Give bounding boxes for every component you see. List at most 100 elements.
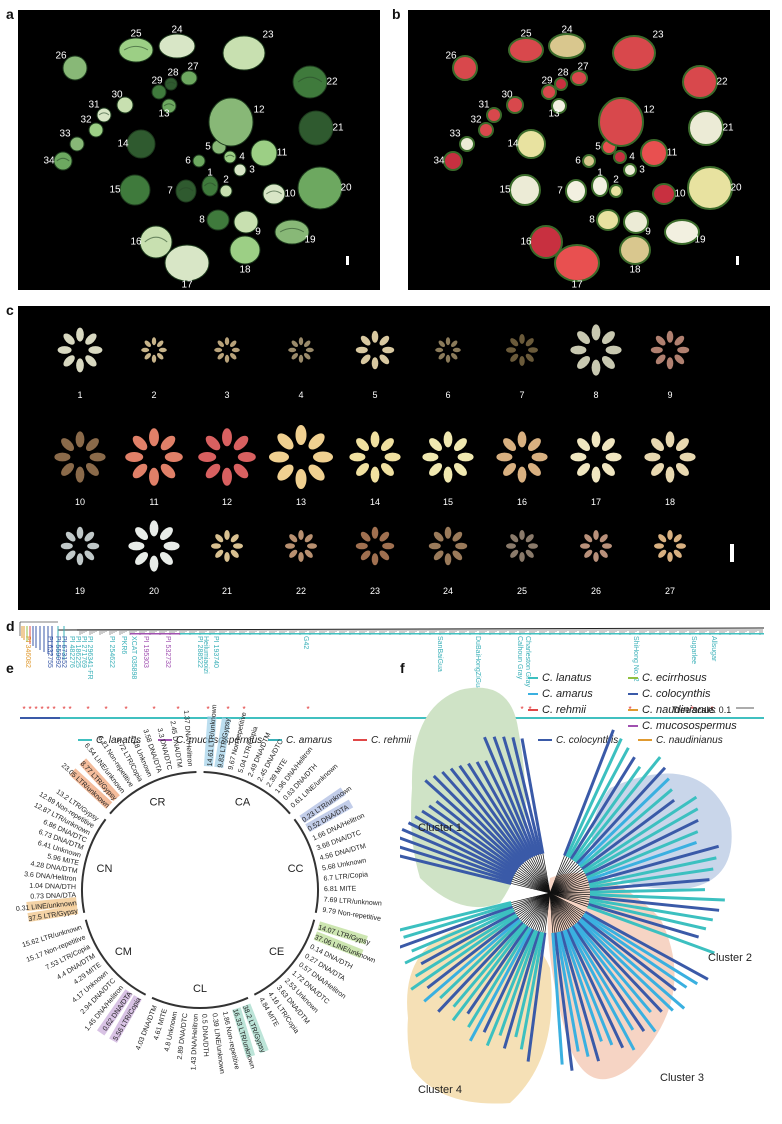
circos-item-label: 14.61 LTR/unknown	[207, 704, 218, 767]
seed-number: 13	[295, 497, 307, 507]
seed-rosette-24	[428, 526, 468, 566]
seed-number: 16	[516, 497, 528, 507]
accession-label: PI 632755	[46, 636, 53, 668]
cluster-label: Cluster 1	[418, 822, 463, 834]
seed-number: 27	[664, 586, 676, 596]
fruit-33	[69, 136, 85, 152]
fruit-19	[664, 219, 700, 245]
seed-number: 18	[664, 497, 676, 507]
legend-item: C. naudinianus	[638, 735, 723, 746]
fruit-25	[508, 37, 544, 63]
seed-number: 23	[369, 586, 381, 596]
fruit-number: 2	[613, 174, 619, 186]
fruit-number: 30	[111, 89, 123, 101]
fruit-34	[53, 151, 73, 171]
seed-number: 5	[372, 390, 378, 400]
fruit-11	[250, 139, 278, 167]
accession-label: SanBaiGua	[436, 636, 443, 672]
seed-rosette-10	[54, 431, 106, 483]
fruit-30	[506, 96, 524, 114]
cluster-label: Cluster 3	[660, 1072, 705, 1084]
fruit-10	[262, 183, 286, 205]
fruit-number: 3	[249, 164, 255, 176]
circos-arc-CM	[84, 919, 147, 996]
fruit-23	[222, 35, 266, 71]
fruit-number: 9	[255, 226, 261, 238]
seed-rosette-3	[214, 337, 240, 363]
seed-number: 24	[442, 586, 454, 596]
seed-rosette-12	[198, 428, 256, 486]
star-marker: *	[690, 705, 693, 714]
circos-arc-CL	[151, 996, 249, 1009]
fruit-number: 24	[171, 24, 183, 36]
fruit-number: 30	[501, 89, 513, 101]
seed-number: 8	[593, 390, 599, 400]
fruit-number: 18	[629, 264, 641, 276]
fruit-7	[565, 179, 587, 203]
star-marker: *	[124, 705, 127, 714]
seed-rosette-17	[570, 431, 622, 483]
circos-arc-CE	[253, 919, 316, 996]
fruit-24	[158, 33, 196, 59]
accession-label: ShiHong No. 2	[632, 636, 639, 682]
fruit-15	[509, 174, 541, 206]
seed-rosette-8	[570, 324, 622, 376]
fruit-18	[229, 235, 261, 265]
accession-label: Heilumiaoizi	[202, 636, 209, 674]
seed-number: 3	[224, 390, 230, 400]
legend-item: C. lanatus	[78, 735, 141, 746]
fruit-number: 11	[666, 147, 678, 159]
accession-label: PKR6	[120, 636, 127, 654]
fruit-21	[688, 110, 724, 146]
fruit-number: 15	[109, 184, 121, 196]
panel-label-f: f	[400, 660, 405, 676]
accession-label: Calhoun Gray	[516, 636, 523, 680]
seed-rosette-18	[644, 431, 696, 483]
fruit-13	[551, 98, 567, 114]
seed-rosette-27	[654, 530, 686, 562]
fruit-26	[452, 55, 478, 81]
fruit-number: 21	[332, 122, 344, 134]
fruit-number: 28	[167, 67, 179, 79]
fruit-number: 13	[548, 108, 560, 120]
star-marker: *	[206, 705, 209, 714]
fruit-20	[297, 166, 343, 210]
fruit-22	[682, 65, 718, 99]
legend-item: C. colocynthis	[538, 735, 618, 746]
seed-number: 10	[74, 497, 86, 507]
scale-bar	[730, 544, 734, 562]
star-marker: *	[68, 705, 71, 714]
fruit-2	[219, 184, 233, 198]
fruit-9	[233, 210, 259, 234]
fruit-27	[570, 70, 588, 86]
seed-number: 26	[590, 586, 602, 596]
fruit-number: 4	[629, 151, 635, 163]
fruit-number: 27	[577, 61, 589, 73]
fruit-number: 27	[187, 61, 199, 73]
seed-rosette-23	[355, 526, 395, 566]
fruit-number: 26	[55, 50, 67, 62]
seed-number: 19	[74, 586, 86, 596]
fruit-number: 25	[520, 28, 532, 40]
fruit-8	[596, 209, 620, 231]
seed-number: 1	[77, 390, 83, 400]
circos-group-label: CR	[150, 797, 166, 809]
circos-group-label: CL	[193, 983, 207, 995]
fruit-number: 23	[652, 29, 664, 41]
star-marker: *	[46, 705, 49, 714]
seed-number: 15	[442, 497, 454, 507]
legend-item: C. naudinianus	[628, 704, 715, 716]
seed-rosette-6	[435, 337, 461, 363]
circos-group-label: CE	[269, 946, 284, 958]
accession-label: PI 195303	[142, 636, 149, 668]
fruit-number: 19	[694, 234, 706, 246]
circos-item-label: 1.04 DNA/DTH	[29, 883, 76, 891]
star-marker: *	[86, 705, 89, 714]
star-marker: *	[242, 705, 245, 714]
fruit-number: 31	[478, 99, 490, 111]
star-marker: *	[306, 705, 309, 714]
fruit-number: 12	[253, 104, 265, 116]
